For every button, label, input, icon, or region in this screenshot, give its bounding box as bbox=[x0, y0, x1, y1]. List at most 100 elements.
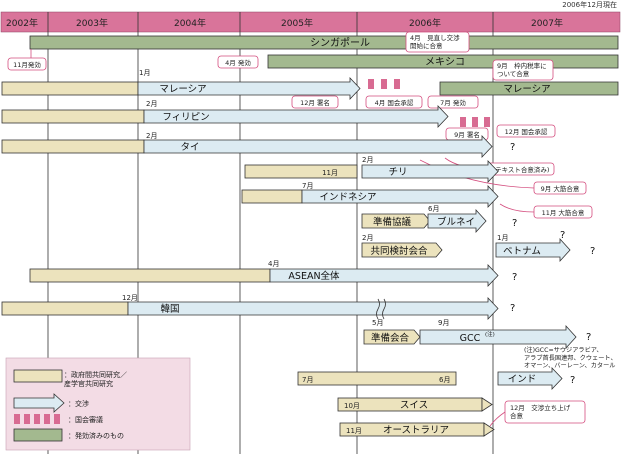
year-labels: 2002年 2003年 2004年 2005年 2006年 2007年 bbox=[6, 17, 563, 29]
vietnam-study-bar bbox=[361, 242, 443, 258]
brunei-label: ブルネイ bbox=[437, 216, 475, 228]
malaysia-sign-text: 12月 署名 bbox=[300, 98, 330, 107]
malaysia-effect-text: 7月 発効 bbox=[440, 98, 466, 107]
year-label: 2003年 bbox=[76, 17, 108, 29]
thailand-study-bar bbox=[1, 139, 145, 154]
mexico-tariff-callout bbox=[492, 59, 554, 81]
australia-month-start: 11月 bbox=[346, 427, 362, 435]
vietnam-month-study: 2月 bbox=[362, 234, 373, 242]
thailand-text-agreed-text: (テキスト合意済み) bbox=[493, 165, 550, 174]
year-label: 2006年 bbox=[409, 17, 441, 29]
indonesia-basic-callout bbox=[533, 205, 593, 219]
singapore-effect-text: 11月発効 bbox=[13, 60, 41, 69]
korea-label: 韓国 bbox=[160, 304, 179, 315]
gcc-footnote: (注)GCC=サウジアラビア、アラブ首長国連邦、クウェート、オマーン、バーレーン… bbox=[524, 346, 617, 370]
philippines-sign-text: 9月 署名 bbox=[454, 130, 480, 139]
legend-negotiation-swatch bbox=[13, 393, 65, 413]
legend-diet-swatch bbox=[14, 414, 60, 424]
singapore-label: シンガポール bbox=[310, 37, 370, 49]
singapore-effect-callout bbox=[7, 57, 47, 71]
year-label: 2004年 bbox=[174, 17, 206, 29]
legend-effective-swatch bbox=[13, 428, 63, 442]
asean-study-bar bbox=[29, 268, 271, 283]
mexico-effect-callout bbox=[217, 55, 259, 69]
malaysia-diet-callout bbox=[365, 95, 423, 109]
switzerland-end-arrow bbox=[481, 397, 493, 412]
gcc-month-negotiation: 9月 bbox=[438, 319, 449, 327]
legend-negotiation-text: ：交渉 bbox=[68, 399, 89, 408]
singapore-effective-bar bbox=[29, 35, 619, 50]
thailand-basic-callout bbox=[533, 181, 587, 195]
thailand-negotiation-arrow bbox=[143, 135, 493, 158]
asean-month-start: 4月 bbox=[268, 260, 279, 268]
asean-label: ASEAN全体 bbox=[288, 270, 340, 282]
indonesia-label: インドネシア bbox=[319, 192, 376, 203]
chile-negotiation-arrow bbox=[361, 160, 499, 183]
philippines-diet-text: 12月 国会承認 bbox=[505, 127, 548, 136]
malaysia-effective-label: マレーシア bbox=[503, 84, 550, 95]
singapore-review-callout bbox=[405, 31, 470, 53]
australia-launch-callout bbox=[504, 400, 586, 424]
philippines-diet-marks bbox=[460, 117, 490, 127]
australia-end-arrow bbox=[483, 422, 495, 437]
malaysia-negotiation-arrow bbox=[137, 77, 361, 100]
indonesia-month-start: 7月 bbox=[302, 182, 313, 190]
india-month-end: 6月 bbox=[439, 376, 450, 384]
year-label: 2002年 bbox=[6, 17, 38, 29]
indonesia-basic-leader bbox=[499, 203, 535, 213]
korea-month-start: 12月 bbox=[122, 294, 138, 302]
india-question: ? bbox=[570, 375, 575, 386]
mexico-label: メキシコ bbox=[425, 57, 465, 68]
philippines-label: フィリピン bbox=[162, 112, 209, 123]
brunei-negotiation-arrow bbox=[427, 208, 487, 234]
brunei-prep-label: 準備協議 bbox=[373, 216, 412, 228]
brunei-prep-bar bbox=[361, 213, 431, 229]
indonesia-negotiation-arrow bbox=[301, 185, 499, 208]
philippines-negotiation-arrow bbox=[143, 105, 449, 128]
chile-month-study: 11月 bbox=[322, 169, 338, 177]
australia-launch-leader bbox=[489, 411, 506, 427]
legend-effective-text: ：発効済みのもの bbox=[68, 431, 124, 440]
brunei-question: ? bbox=[512, 218, 517, 229]
gcc-note-mark: (注) bbox=[485, 330, 495, 338]
mexico-effect-text: 4月 発効 bbox=[225, 58, 251, 67]
korea-question-1: ? bbox=[510, 303, 515, 314]
singapore-review-text: 4月 見直し交渉開始に合意 bbox=[410, 33, 460, 50]
chile-study-bar bbox=[244, 164, 358, 179]
thailand-question: ? bbox=[510, 142, 515, 153]
gcc-label: GCC bbox=[460, 333, 481, 344]
year-label: 2007年 bbox=[531, 17, 563, 29]
malaysia-sign-callout bbox=[291, 95, 339, 109]
vietnam-question-2: ? bbox=[590, 246, 595, 257]
india-study-bar bbox=[297, 371, 457, 386]
gcc-question: ? bbox=[586, 332, 591, 343]
mexico-tariff-text: 9月 枠内税率について合意 bbox=[497, 61, 547, 78]
brunei-month-negotiation: 6月 bbox=[428, 205, 439, 213]
legend-study-swatch bbox=[13, 369, 63, 383]
gcc-negotiation-arrow bbox=[419, 324, 577, 350]
korea-study-bar bbox=[1, 301, 129, 316]
as-of-date: 2006年12月現在 bbox=[562, 0, 617, 9]
chile-month-negotiation: 2月 bbox=[362, 156, 373, 164]
malaysia-effect-callout bbox=[427, 95, 479, 109]
thailand-label: タイ bbox=[180, 142, 199, 153]
philippines-month-start: 2月 bbox=[146, 100, 157, 108]
asean-question: ? bbox=[512, 272, 517, 283]
gcc-month-study: 5月 bbox=[372, 319, 383, 327]
malaysia-label: マレーシア bbox=[159, 84, 206, 95]
switzerland-label: スイス bbox=[400, 400, 428, 411]
philippines-study-bar bbox=[1, 109, 145, 124]
india-negotiation-arrow bbox=[497, 367, 563, 390]
indonesia-study-bar bbox=[241, 189, 303, 204]
legend-diet-text: ：国会審議 bbox=[68, 415, 103, 424]
malaysia-effective-bar bbox=[439, 81, 619, 96]
philippines-diet-callout bbox=[496, 124, 556, 138]
asean-negotiation-arrow bbox=[269, 264, 499, 287]
vietnam-label: ベトナム bbox=[503, 246, 541, 257]
korea-break-mark bbox=[376, 298, 386, 320]
vietnam-question-1: ? bbox=[560, 230, 565, 241]
chile-label: チリ bbox=[388, 167, 407, 178]
thailand-basic-text: 9月 大筋合意 bbox=[541, 184, 580, 193]
australia-label: オーストラリア bbox=[383, 425, 449, 436]
